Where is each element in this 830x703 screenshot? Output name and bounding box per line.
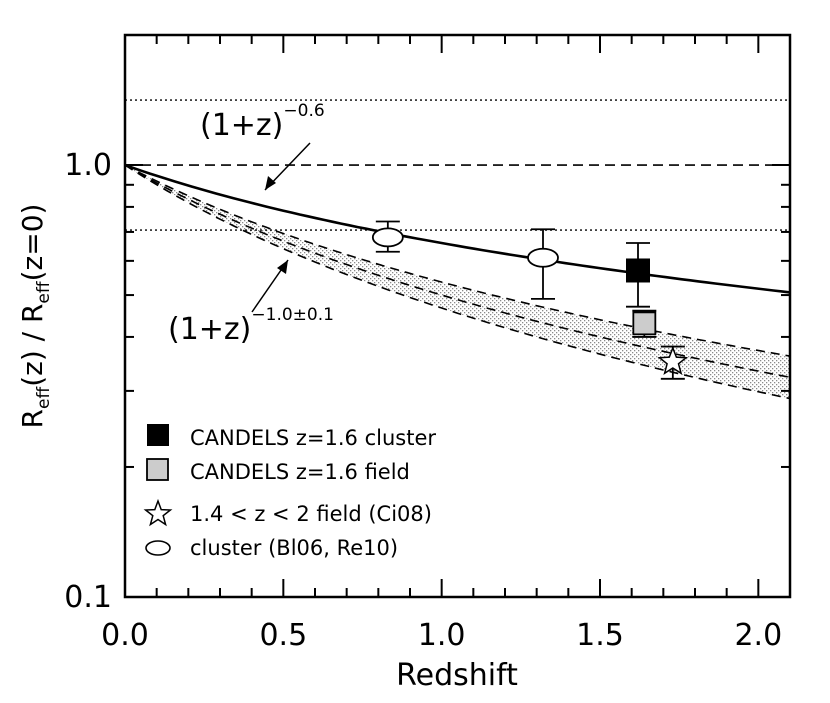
band-upper-line [124,164,791,357]
y-label-sub2: eff [34,280,54,303]
x-tick-label: 2.0 [734,618,782,653]
svg-text:(1+z)−1.0±0.1: (1+z)−1.0±0.1 [168,305,334,347]
legend-marker-star [143,498,173,527]
y-tick-label: 1.0 [64,148,112,183]
y-label-main: R [16,409,49,428]
annotation-upper-exp: −0.6 [283,101,324,121]
band-lower-line [124,164,791,400]
legend-marker-gray-square [146,458,169,481]
legend-marker-ellipse [145,540,171,556]
y-label-end: (z=0) [16,204,49,282]
band-fill [125,165,790,399]
legend-label-field: CANDELS z=1.6 field [190,460,410,484]
y-label-sub: eff [34,386,54,409]
legend-marker-filled-square [147,424,169,446]
legend-label-cluster: CANDELS z=1.6 cluster [190,426,436,450]
legend-item-cluster: CANDELS z=1.6 cluster [147,424,436,450]
x-tick-label: 1.0 [418,618,466,653]
annotation-lower-exp: −1.0±0.1 [251,305,334,325]
data-point-field [632,311,657,336]
legend-item-ci08: 1.4 < z < 2 field (Ci08) [143,498,432,527]
curves-layer [124,163,791,400]
data-point-cluster [626,258,650,283]
points-layer [371,220,689,380]
legend-label-bl06: cluster (Bl06, Re10) [190,536,398,560]
reference-lines-layer [125,99,790,231]
annotation-upper-base: (1+z) [200,108,283,143]
power-law-06-line [124,163,791,294]
svg-text:(1+z)−0.6: (1+z)−0.6 [200,101,325,143]
annotation-upper: (1+z)−0.6 [200,101,325,191]
svg-text:Reff(z) / Reff(z=0): Reff(z) / Reff(z=0) [16,204,54,429]
x-tick-label: 1.5 [576,618,624,653]
band-layer [125,165,790,399]
x-tick-label: 0.5 [259,618,307,653]
annotation-lower-arrowhead [277,260,288,274]
x-tick-label: 0.0 [101,618,149,653]
legend-item-bl06: cluster (Bl06, Re10) [145,536,398,560]
x-axis-label: Redshift [396,658,518,693]
legend-item-field: CANDELS z=1.6 field [146,458,410,484]
plot-frame [123,33,792,599]
data-point-star [657,345,689,375]
annotation-upper-arrowhead [265,176,276,190]
data-point-ellipse-1 [527,247,559,268]
data-point-ellipse-0 [371,227,404,248]
legend: CANDELS z=1.6 cluster CANDELS z=1.6 fiel… [143,424,436,560]
y-label-mid: (z) / R [16,304,49,387]
legend-label-ci08: 1.4 < z < 2 field (Ci08) [190,502,432,526]
y-axis-label: Reff(z) / Reff(z=0) [16,204,54,429]
y-tick-label: 0.1 [64,580,112,615]
ticks-layer: 0.0 0.5 1.0 1.5 2.0 0.1 1.0 [64,34,791,653]
annotation-lower-base: (1+z) [168,312,251,347]
annotation-lower: (1+z)−1.0±0.1 [168,259,334,347]
power-law-10-line [124,164,791,379]
